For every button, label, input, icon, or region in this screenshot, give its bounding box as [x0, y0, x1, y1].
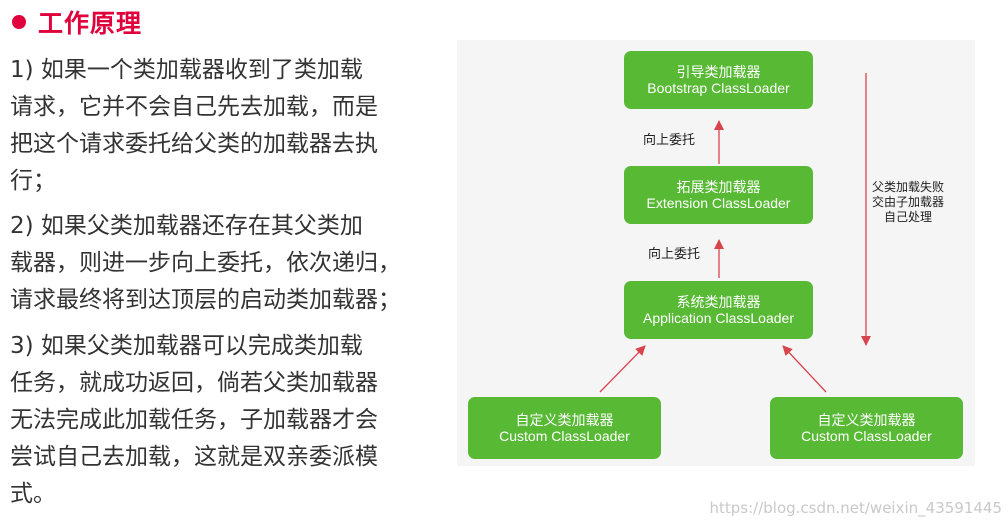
- paragraph-line: 无法完成此加载任务，子加载器才会: [10, 407, 378, 433]
- application-label-en: Application ClassLoader: [643, 310, 794, 326]
- delegate-arrow-right-to-app: [782, 345, 827, 393]
- fallback-line: 父类加载失败: [871, 180, 944, 194]
- paragraph-line: 式。: [10, 481, 56, 507]
- extension-label-en: Extension ClassLoader: [646, 195, 791, 211]
- custom-right-label-cn: 自定义类加载器: [817, 412, 916, 428]
- fallback-note: 父类加载失败 交由子加载器 自己处理: [863, 180, 953, 225]
- delegate-label-lower: 向上委托: [648, 247, 701, 262]
- application-classloader-box: 系统类加载器 Application ClassLoader: [624, 281, 813, 339]
- custom-right-label-en: Custom ClassLoader: [801, 428, 932, 444]
- paragraph-line: 把这个请求委托给父类的加载器去执: [10, 131, 378, 157]
- fallback-line: 自己处理: [883, 210, 932, 224]
- paragraph-2: 2) 如果父类加载器还存在其父类加 载器，则进一步向上委托，依次递归， 请求最终…: [10, 208, 440, 319]
- watermark-text: https://blog.csdn.net/weixin_43591445: [709, 499, 1002, 517]
- custom-left-label-en: Custom ClassLoader: [499, 428, 630, 444]
- paragraph-line: 2) 如果父类加载器还存在其父类加: [10, 213, 363, 239]
- bootstrap-classloader-box: 引导类加载器 Bootstrap ClassLoader: [624, 51, 813, 109]
- custom-left-label-cn: 自定义类加载器: [515, 412, 614, 428]
- extension-classloader-box: 拓展类加载器 Extension ClassLoader: [624, 166, 813, 224]
- extension-label-cn: 拓展类加载器: [676, 179, 761, 195]
- bootstrap-label-cn: 引导类加载器: [676, 64, 761, 80]
- bootstrap-label-en: Bootstrap ClassLoader: [647, 80, 790, 96]
- section-title: 工作原理: [38, 9, 143, 38]
- application-label-cn: 系统类加载器: [676, 294, 761, 310]
- section-heading: 工作原理: [12, 4, 142, 40]
- delegate-label-upper: 向上委托: [643, 133, 696, 148]
- delegate-arrow-left-to-app: [599, 345, 646, 393]
- paragraph-line: 3) 如果父类加载器可以完成类加载: [10, 333, 363, 359]
- paragraph-line: 任务，就成功返回，倘若父类加载器: [10, 370, 378, 396]
- paragraph-1: 1) 如果一个类加载器收到了类加载 请求，它并不会自己先去加载，而是 把这个请求…: [10, 52, 440, 200]
- paragraph-3: 3) 如果父类加载器可以完成类加载 任务，就成功返回，倘若父类加载器 无法完成此…: [10, 328, 440, 513]
- classloader-diagram: 引导类加载器 Bootstrap ClassLoader 向上委托 拓展类加载器…: [457, 40, 975, 466]
- paragraph-line: 载器，则进一步向上委托，依次递归，: [10, 250, 401, 276]
- paragraph-line: 请求最终将到达顶层的启动类加载器；: [10, 287, 401, 313]
- bullet-dot-icon: [12, 15, 26, 29]
- paragraph-line: 尝试自己去加载，这就是双亲委派模: [10, 444, 378, 470]
- paragraph-line: 1) 如果一个类加载器收到了类加载: [10, 57, 363, 83]
- custom-classloader-box-right: 自定义类加载器 Custom ClassLoader: [770, 397, 963, 459]
- fallback-line: 交由子加载器: [871, 195, 944, 209]
- paragraph-line: 请求，它并不会自己先去加载，而是: [10, 94, 378, 120]
- custom-classloader-box-left: 自定义类加载器 Custom ClassLoader: [468, 397, 661, 459]
- diagram-arrows: [599, 73, 871, 393]
- paragraph-line: 行；: [10, 168, 56, 194]
